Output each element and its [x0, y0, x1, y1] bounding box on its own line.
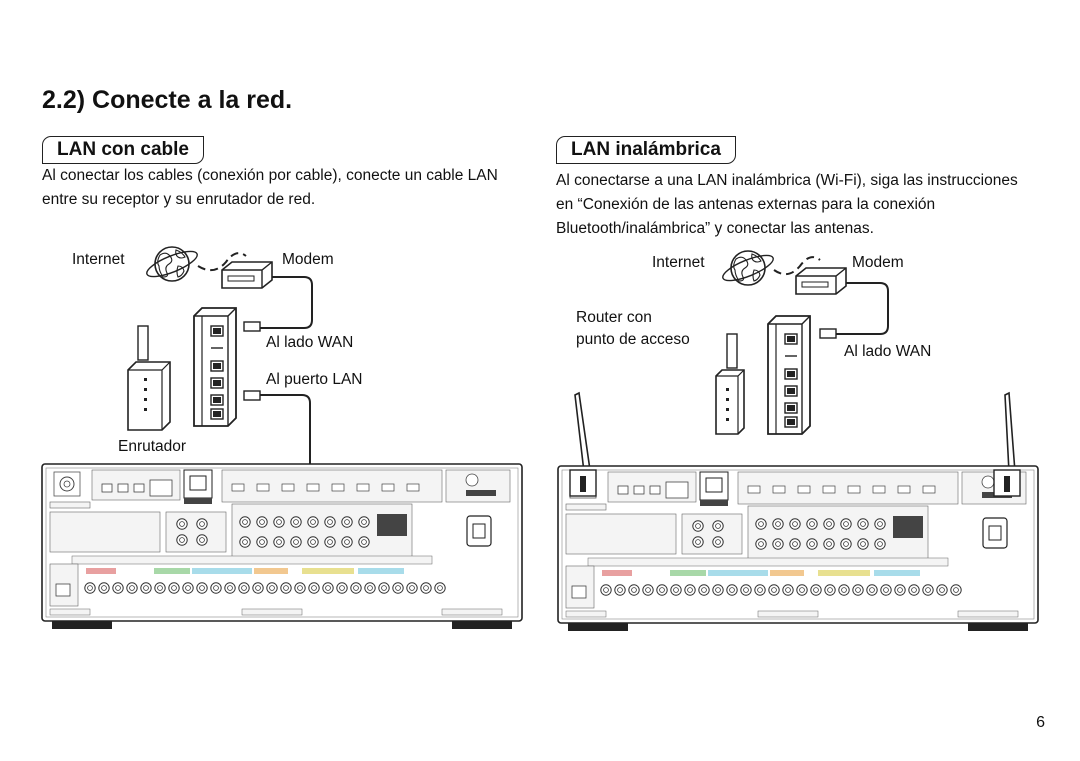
section-title-wireless-lan: LAN inalámbrica [556, 136, 736, 164]
access-point-label-line2: punto de acceso [576, 331, 690, 348]
access-point-label-line1: Router con [576, 309, 652, 326]
access-point-router-icon [767, 315, 811, 435]
modem-icon-wired [221, 261, 273, 289]
av-receiver-rear-panel-wired [42, 464, 522, 629]
internet-label-wireless: Internet [652, 254, 705, 271]
lan-port-label-wired: Al puerto LAN [266, 371, 363, 388]
internet-globe-icon-wireless [719, 249, 777, 287]
router-icon-wired [193, 307, 237, 427]
modem-icon-wireless [795, 267, 847, 295]
wireless-lan-description: Al conectarse a una LAN inalámbrica (Wi-… [556, 172, 1018, 237]
wan-side-label-wired: Al lado WAN [266, 334, 354, 351]
wired-lan-description: Al conectar los cables (conexión por cab… [42, 167, 498, 208]
wireless-diagram [558, 249, 1038, 631]
modem-label-wired: Modem [282, 251, 334, 268]
page-number: 6 [1036, 714, 1045, 731]
router-label-wired: Enrutador [118, 438, 187, 455]
internet-label-wired: Internet [72, 251, 125, 268]
wireless-access-point-icon [715, 369, 745, 435]
wired-diagram [42, 245, 522, 629]
wan-side-label-wireless: Al lado WAN [844, 343, 932, 360]
av-receiver-rear-panel-wireless [558, 466, 1038, 631]
page-heading: 2.2) Conecte a la red. [42, 86, 293, 114]
modem-label-wireless: Modem [852, 254, 904, 271]
section-title-wired-lan: LAN con cable [42, 136, 204, 164]
internet-globe-icon-wired [143, 245, 201, 283]
